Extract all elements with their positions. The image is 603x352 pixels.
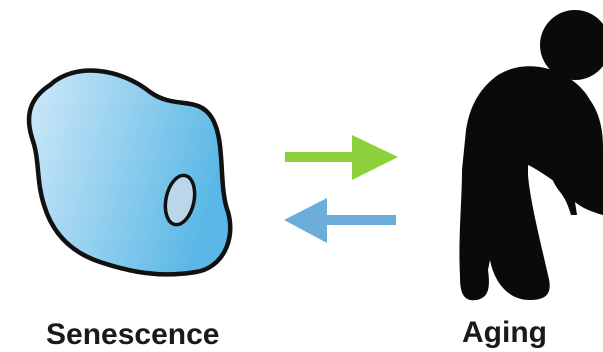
cell-membrane [29,71,230,275]
senescent-cell-icon [29,71,230,275]
right-arrow-icon [285,135,398,180]
senescence-label: Senescence [46,318,219,352]
elderly-person-icon [459,10,603,300]
aging-label: Aging [462,316,547,350]
left-arrow-icon [284,198,396,243]
